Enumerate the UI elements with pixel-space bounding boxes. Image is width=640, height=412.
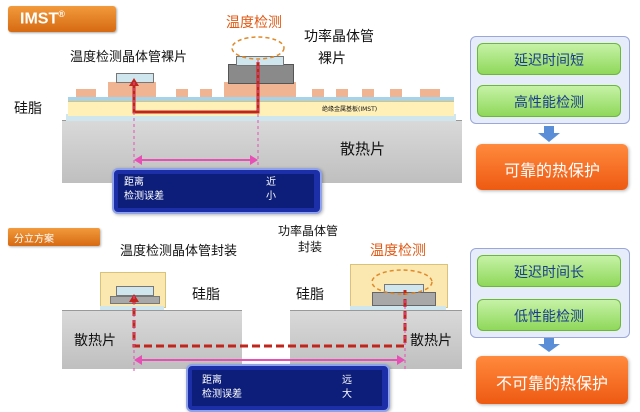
top-distance-arrow-left <box>134 155 142 165</box>
discrete-badge-text: 分立方案 <box>14 234 54 245</box>
top-distance-arrow-right <box>250 155 258 165</box>
bottom-distance-arrow-right <box>397 355 405 365</box>
top-benefit-item-1-label: 延迟时间短 <box>514 53 584 69</box>
bottom-callout-error-label: 检测误差 <box>202 389 242 400</box>
bottom-drawback-item-1: 延迟时间长 <box>477 255 621 287</box>
top-silicone-layer <box>66 114 456 121</box>
bottom-drawback-item-1-label: 延迟时间长 <box>514 265 584 281</box>
copper-trace <box>362 89 374 97</box>
bottom-temp-sense-ring <box>371 269 433 295</box>
bottom-silicone-left <box>100 306 164 310</box>
top-callout-distance-label: 距离 <box>124 177 144 188</box>
top-result-box: 可靠的热保护 <box>476 144 628 190</box>
copper-trace <box>390 89 402 97</box>
copper-trace <box>420 89 440 97</box>
top-temp-sense-label: 温度检测 <box>226 15 282 31</box>
top-sensor-die-label: 温度检测晶体管裸片 <box>70 50 188 65</box>
top-thermal-path <box>129 36 285 172</box>
bottom-heatsink-right-label: 散热片 <box>410 333 452 349</box>
top-down-arrow-icon <box>538 126 560 142</box>
copper-trace <box>336 89 348 97</box>
top-silicone-label: 硅脂 <box>14 101 42 117</box>
registered-mark: ® <box>58 9 65 19</box>
bottom-power-package-label-2: 封装 <box>298 240 323 254</box>
bottom-drawback-panel: 延迟时间长 低性能检测 <box>470 248 630 338</box>
bottom-callout-error-value: 大 <box>342 389 352 400</box>
top-benefit-item-2: 高性能检测 <box>477 85 621 117</box>
top-power-die-sensor <box>236 56 284 66</box>
top-benefit-item-1: 延迟时间短 <box>477 43 621 75</box>
copper-trace <box>176 89 188 97</box>
bottom-silicone-right-label: 硅脂 <box>296 287 324 303</box>
top-power-die-label-1: 功率晶体管 <box>304 29 374 45</box>
bottom-sensor-die <box>116 286 154 296</box>
bottom-down-arrow-icon <box>538 338 560 352</box>
copper-trace <box>76 89 96 97</box>
bottom-power-package-label-1: 功率晶体管 <box>278 224 339 238</box>
bottom-result-box: 不可靠的热保护 <box>476 356 628 404</box>
discrete-badge: 分立方案 <box>8 228 100 246</box>
bottom-temp-sense-label: 温度检测 <box>370 243 426 259</box>
bottom-callout: 距离 检测误差 远 大 <box>186 364 390 412</box>
copper-trace <box>224 82 296 97</box>
top-callout-error-label: 检测误差 <box>124 191 164 202</box>
top-substrate-label: 绝缘金属基板(IMST) <box>322 106 378 113</box>
bottom-heatsink-left-label: 散热片 <box>74 333 116 349</box>
bottom-callout-inner <box>192 370 382 406</box>
top-callout-distance-value: 近 <box>266 177 276 188</box>
bottom-result-label: 不可靠的热保护 <box>495 374 608 393</box>
bottom-distance-arrow-left <box>134 355 142 365</box>
top-heatsink-label: 散热片 <box>340 140 386 158</box>
bottom-drawback-item-2: 低性能检测 <box>477 299 621 331</box>
copper-trace <box>312 89 324 97</box>
top-benefit-panel: 延迟时间短 高性能检测 <box>470 36 630 124</box>
top-power-die-label-2: 裸片 <box>318 51 346 67</box>
top-callout-inner <box>118 174 314 208</box>
bottom-callout-distance-value: 远 <box>342 375 352 386</box>
top-temp-sense-ring <box>231 36 285 60</box>
bottom-callout-distance-label: 距离 <box>202 375 222 386</box>
bottom-thermal-path <box>129 269 433 372</box>
imst-badge: IMST® <box>8 6 116 32</box>
bottom-silicone-right <box>350 306 446 310</box>
imst-badge-text: IMST <box>20 10 59 28</box>
bottom-heat-path <box>132 290 407 348</box>
bottom-sensor-package-label: 温度检测晶体管封装 <box>120 244 238 259</box>
top-callout: 距离 检测误差 近 小 <box>112 168 322 214</box>
top-heat-path <box>132 62 260 114</box>
bottom-silicone-left-label: 硅脂 <box>192 287 220 303</box>
top-result-label: 可靠的热保护 <box>503 161 600 180</box>
copper-trace <box>108 82 156 97</box>
copper-trace <box>200 89 212 97</box>
bottom-drawback-item-2-label: 低性能检测 <box>514 309 584 325</box>
top-callout-error-value: 小 <box>266 191 276 202</box>
top-benefit-item-2-label: 高性能检测 <box>514 95 584 111</box>
top-insulation-layer <box>68 97 454 101</box>
